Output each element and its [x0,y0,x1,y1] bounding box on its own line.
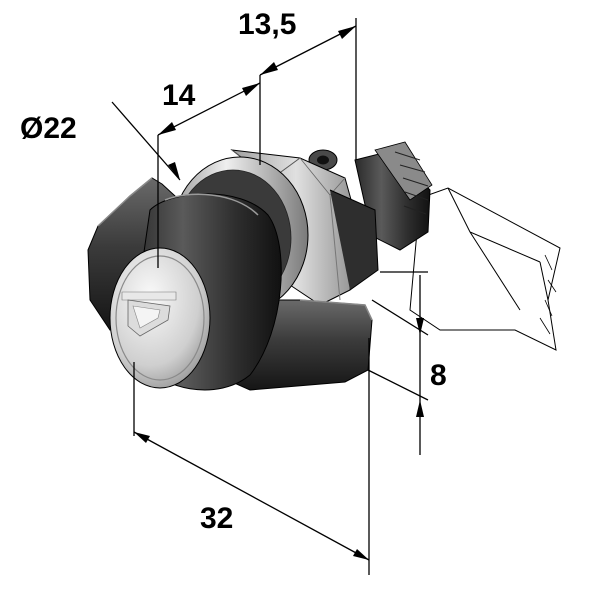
dimension-label-32: 32 [200,502,233,535]
dimension-label-14: 14 [162,79,196,112]
cylinder-face [109,247,211,389]
cam-tongue [409,187,561,351]
dimension-label-8: 8 [430,359,447,392]
dimension-lines [111,18,429,575]
dimension-label-diameter-22: Ø22 [20,112,77,145]
dimension-label-13-5: 13,5 [238,8,296,41]
